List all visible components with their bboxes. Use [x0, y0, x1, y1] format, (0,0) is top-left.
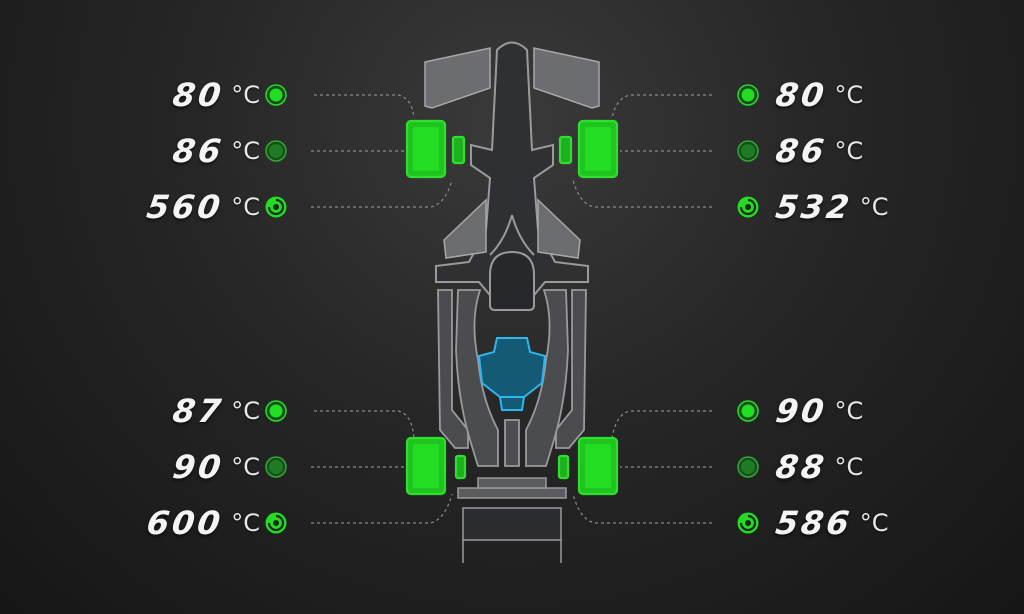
fl-surface-unit: °C [231, 81, 260, 109]
fr-brake-unit: °C [859, 193, 889, 221]
fl-inner-readout: 86 °C [0, 131, 260, 171]
fr-surface-readout: 80 °C [773, 75, 1024, 115]
leader-lines [311, 94, 712, 524]
rl-brake-readout: 600 °C [0, 503, 260, 543]
rr-brake-readout: 586 °C [773, 503, 1024, 543]
fl-brake-readout: 560 °C [0, 187, 260, 227]
rr-inner-readout: 88 °C [773, 447, 1024, 487]
engine [477, 337, 547, 411]
brake-disc-icon [265, 196, 287, 218]
tyre-surface-icon [737, 84, 759, 106]
tyre-inner-icon [265, 140, 287, 162]
brake-rear-right [557, 454, 570, 480]
tyres [405, 119, 619, 496]
rr-inner-temp: 88 [773, 448, 830, 486]
tyre-surface-icon [737, 400, 759, 422]
sidepods [437, 289, 587, 467]
rr-surface-readout: 90 °C [773, 391, 1024, 431]
brake-disc-icon [737, 196, 759, 218]
rl-surface-unit: °C [231, 397, 260, 425]
fr-inner-temp: 86 [773, 132, 830, 170]
rl-brake-unit: °C [231, 509, 260, 537]
fr-inner-readout: 86 °C [773, 131, 1024, 171]
rear-wing [457, 477, 567, 563]
front-wing [424, 47, 600, 109]
rl-inner-readout: 90 °C [0, 447, 260, 487]
rr-brake-unit: °C [859, 509, 889, 537]
fr-inner-unit: °C [834, 137, 864, 165]
brake-front-right [558, 135, 573, 165]
rl-brake-temp: 600 [144, 504, 226, 542]
rr-inner-unit: °C [834, 453, 864, 481]
rl-surface-readout: 87 °C [0, 391, 260, 431]
fl-brake-unit: °C [231, 193, 260, 221]
fl-inner-unit: °C [231, 137, 260, 165]
tyre-inner-icon [737, 140, 759, 162]
tyre-inner-icon [737, 456, 759, 478]
rr-surface-temp: 90 [773, 392, 830, 430]
fl-brake-temp: 560 [144, 188, 226, 226]
fl-surface-temp: 80 [170, 76, 226, 114]
bargeboards [443, 198, 581, 259]
brake-rear-left [454, 454, 467, 480]
fl-inner-temp: 86 [170, 132, 226, 170]
brake-front-left [451, 135, 466, 165]
fr-surface-temp: 80 [773, 76, 830, 114]
rr-surface-unit: °C [834, 397, 864, 425]
fr-brake-readout: 532 °C [773, 187, 1024, 227]
rl-inner-unit: °C [231, 453, 260, 481]
fr-brake-temp: 532 [773, 188, 855, 226]
rl-inner-temp: 90 [170, 448, 226, 486]
rr-brake-temp: 586 [773, 504, 855, 542]
rl-surface-temp: 87 [170, 392, 226, 430]
brake-disc-icon [265, 512, 287, 534]
tyre-surface-icon [265, 400, 287, 422]
fl-surface-readout: 80 °C [0, 75, 260, 115]
tyre-surface-icon [265, 84, 287, 106]
fr-surface-unit: °C [834, 81, 864, 109]
tyre-inner-icon [265, 456, 287, 478]
brake-disc-icon [737, 512, 759, 534]
